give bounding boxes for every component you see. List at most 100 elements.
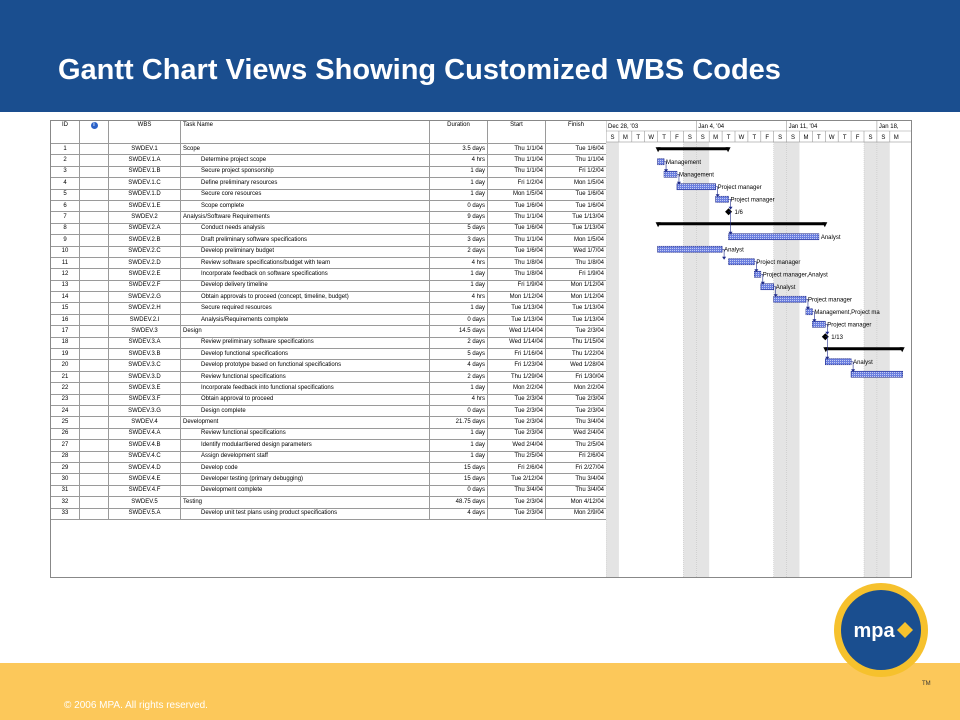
task-id[interactable]: 17: [50, 325, 80, 338]
task-id[interactable]: 10: [50, 245, 80, 258]
task-start[interactable]: Thu 1/1/04: [487, 154, 546, 167]
task-indicator[interactable]: [79, 325, 109, 338]
task-name[interactable]: Review software specifications/budget wi…: [180, 256, 430, 270]
task-wbs[interactable]: SWDEV.4.A: [108, 427, 181, 441]
task-duration[interactable]: 0 days: [429, 313, 488, 327]
task-wbs[interactable]: SWDEV.1.C: [108, 177, 181, 190]
task-duration[interactable]: 14.5 days: [429, 325, 488, 338]
task-start[interactable]: Wed 1/14/04: [487, 325, 546, 338]
task-finish[interactable]: Mon 4/12/04: [545, 496, 607, 509]
task-name[interactable]: Conduct needs analysis: [180, 222, 430, 236]
task-start[interactable]: Mon 1/12/04: [487, 291, 546, 304]
task-id[interactable]: 5: [50, 188, 80, 201]
task-duration[interactable]: 21.75 days: [429, 416, 488, 429]
task-indicator[interactable]: [79, 336, 109, 350]
task-id[interactable]: 22: [50, 382, 80, 395]
task-duration[interactable]: 1 day: [429, 439, 488, 452]
task-finish[interactable]: Mon 1/5/04: [545, 234, 607, 247]
task-id[interactable]: 18: [50, 336, 80, 350]
task-id[interactable]: 16: [50, 313, 80, 327]
task-start[interactable]: Thu 1/8/04: [487, 256, 546, 270]
task-name[interactable]: Incorporate feedback into functional spe…: [180, 382, 430, 395]
task-name[interactable]: Developer testing (primary debugging): [180, 473, 430, 486]
task-start[interactable]: Mon 1/5/04: [487, 188, 546, 201]
task-wbs[interactable]: SWDEV.4.B: [108, 439, 181, 452]
task-finish[interactable]: Tue 2/3/04: [545, 325, 607, 338]
task-wbs[interactable]: SWDEV.2: [108, 211, 181, 224]
task-start[interactable]: Tue 2/3/04: [487, 427, 546, 441]
task-id[interactable]: 4: [50, 177, 80, 190]
task-start[interactable]: Thu 3/4/04: [487, 484, 546, 498]
task-indicator[interactable]: [79, 313, 109, 327]
task-finish[interactable]: Fri 1/9/04: [545, 268, 607, 281]
task-id[interactable]: 1: [50, 142, 80, 156]
task-id[interactable]: 30: [50, 473, 80, 486]
task-name[interactable]: Secure core resources: [180, 188, 430, 201]
task-indicator[interactable]: [79, 382, 109, 395]
task-wbs[interactable]: SWDEV.3.C: [108, 359, 181, 372]
task-wbs[interactable]: SWDEV.1.E: [108, 199, 181, 213]
task-name[interactable]: Incorporate feedback on software specifi…: [180, 268, 430, 281]
task-id[interactable]: 19: [50, 348, 80, 361]
task-finish[interactable]: Tue 1/13/04: [545, 302, 607, 315]
task-id[interactable]: 6: [50, 199, 80, 213]
task-start[interactable]: Thu 1/8/04: [487, 268, 546, 281]
task-wbs[interactable]: SWDEV.5.A: [108, 507, 181, 520]
task-start[interactable]: Tue 2/3/04: [487, 393, 546, 407]
task-name[interactable]: Obtain approvals to proceed (concept, ti…: [180, 291, 430, 304]
task-name[interactable]: Design complete: [180, 404, 430, 418]
task-start[interactable]: Wed 2/4/04: [487, 439, 546, 452]
task-duration[interactable]: 2 days: [429, 370, 488, 384]
task-start[interactable]: Tue 2/3/04: [487, 496, 546, 509]
task-wbs[interactable]: SWDEV.3: [108, 325, 181, 338]
task-name[interactable]: Secure project sponsorship: [180, 165, 430, 179]
task-finish[interactable]: Tue 2/3/04: [545, 404, 607, 418]
task-indicator[interactable]: [79, 450, 109, 463]
task-indicator[interactable]: [79, 188, 109, 201]
task-duration[interactable]: 1 day: [429, 302, 488, 315]
task-start[interactable]: Tue 1/6/04: [487, 222, 546, 236]
task-start[interactable]: Thu 1/1/04: [487, 165, 546, 179]
task-name[interactable]: Review preliminary software specificatio…: [180, 336, 430, 350]
task-name[interactable]: Develop prototype based on functional sp…: [180, 359, 430, 372]
task-name[interactable]: Development: [180, 416, 430, 429]
task-indicator[interactable]: [79, 507, 109, 520]
task-wbs[interactable]: SWDEV.2.I: [108, 313, 181, 327]
task-wbs[interactable]: SWDEV.1: [108, 142, 181, 156]
task-id[interactable]: 27: [50, 439, 80, 452]
task-duration[interactable]: 0 days: [429, 404, 488, 418]
task-wbs[interactable]: SWDEV.1.B: [108, 165, 181, 179]
task-duration[interactable]: 4 hrs: [429, 154, 488, 167]
task-wbs[interactable]: SWDEV.2.B: [108, 234, 181, 247]
task-finish[interactable]: Tue 2/3/04: [545, 393, 607, 407]
task-name[interactable]: Obtain approval to proceed: [180, 393, 430, 407]
task-duration[interactable]: 1 day: [429, 427, 488, 441]
task-wbs[interactable]: SWDEV.2.H: [108, 302, 181, 315]
task-duration[interactable]: 48.75 days: [429, 496, 488, 509]
task-start[interactable]: Tue 1/6/04: [487, 245, 546, 258]
task-start[interactable]: Thu 1/1/04: [487, 234, 546, 247]
task-indicator[interactable]: [79, 199, 109, 213]
task-finish[interactable]: Mon 2/9/04: [545, 507, 607, 520]
task-finish[interactable]: Tue 1/13/04: [545, 313, 607, 327]
task-start[interactable]: Fri 1/2/04: [487, 177, 546, 190]
task-finish[interactable]: Mon 1/12/04: [545, 291, 607, 304]
task-id[interactable]: 26: [50, 427, 80, 441]
task-indicator[interactable]: [79, 370, 109, 384]
task-start[interactable]: Fri 2/6/04: [487, 461, 546, 475]
task-id[interactable]: 32: [50, 496, 80, 509]
task-duration[interactable]: 3.5 days: [429, 142, 488, 156]
task-start[interactable]: Tue 2/3/04: [487, 416, 546, 429]
